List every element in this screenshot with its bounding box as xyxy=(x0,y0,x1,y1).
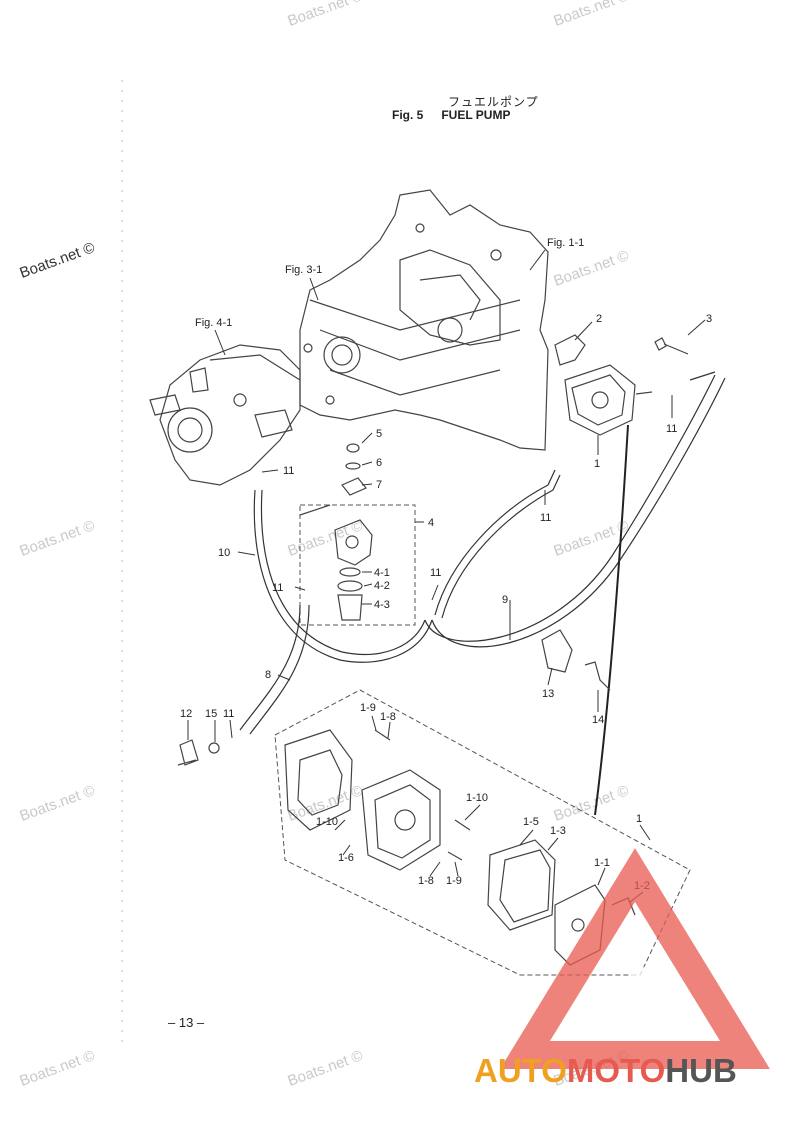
fuel-pump-drawing xyxy=(554,334,653,436)
figure-name: FUEL PUMP xyxy=(441,108,511,122)
part-label: 1-5 xyxy=(523,816,539,828)
engine-block-drawing xyxy=(299,189,549,451)
figure-title: Fig. 5 FUEL PUMP xyxy=(392,108,528,122)
fuel-filter-drawing xyxy=(299,443,373,621)
part-label: 9 xyxy=(502,594,508,606)
part-label: 1-10 xyxy=(316,816,338,828)
part-label: 11 xyxy=(283,465,294,477)
part-label: 4-2 xyxy=(374,580,390,592)
part-label: 5 xyxy=(376,428,382,440)
filter-group-outline xyxy=(299,504,416,626)
part-label: 1-8 xyxy=(380,711,396,723)
part-label: 10 xyxy=(218,547,230,559)
part-label: 11 xyxy=(666,423,677,435)
part-label: 14 xyxy=(592,714,604,726)
part-label: 11 xyxy=(223,708,234,720)
part-label: 11 xyxy=(540,512,551,524)
part-label: 2 xyxy=(596,313,602,325)
part-label: 1-10 xyxy=(466,792,488,804)
bracket-13 xyxy=(541,629,573,673)
part-label: 8 xyxy=(265,669,271,681)
carburetor-drawing xyxy=(149,344,301,486)
bolt-3 xyxy=(654,337,689,355)
fuel-hoses xyxy=(239,371,726,735)
part-label: 12 xyxy=(180,708,192,720)
part-label: 13 xyxy=(542,688,554,700)
part-label: 15 xyxy=(205,708,217,720)
screw-14 xyxy=(584,661,611,691)
part-label: 1-8 xyxy=(418,875,434,887)
pump-group-outline xyxy=(274,689,691,976)
ref-fig-3-1: Fig. 3-1 xyxy=(285,264,322,276)
part-label: 1 xyxy=(636,813,642,825)
part-label: 11 xyxy=(430,567,441,579)
automotohub-logo-mark xyxy=(500,848,770,1069)
part-label: 7 xyxy=(376,479,382,491)
logo-word-hub: HUB xyxy=(665,1052,737,1089)
ref-fig-1-1: Fig. 1-1 xyxy=(547,237,584,249)
part-label: 1-3 xyxy=(550,825,566,837)
part-label: 4 xyxy=(428,517,434,529)
part-label: 1 xyxy=(594,458,600,470)
ref-fig-4-1: Fig. 4-1 xyxy=(195,317,232,329)
part-label: 11 xyxy=(272,582,283,594)
page-number: – 13 – xyxy=(168,1015,205,1030)
logo-word-moto: MOTO xyxy=(566,1052,666,1089)
part-label: 4-3 xyxy=(374,599,390,611)
part-label: 4-1 xyxy=(374,567,390,579)
logo-word-auto: AUTO xyxy=(474,1052,567,1089)
part-label: 1-9 xyxy=(446,875,462,887)
title-japanese: フュエルポンプ xyxy=(448,95,539,109)
leader-lines xyxy=(187,249,706,903)
impulse-line xyxy=(594,424,629,816)
fitting-12 xyxy=(177,739,199,766)
part-label: 6 xyxy=(376,457,382,469)
pump-exploded-drawing xyxy=(284,729,636,966)
washer-15 xyxy=(208,742,220,754)
part-label: 1-6 xyxy=(338,852,354,864)
part-label: 1-9 xyxy=(360,702,376,714)
automotohub-logo: AUTOMOTOHUB xyxy=(474,1052,737,1090)
figure-number: Fig. 5 xyxy=(392,108,424,122)
part-label: 3 xyxy=(706,313,712,325)
part-label: 1-1 xyxy=(594,857,610,869)
